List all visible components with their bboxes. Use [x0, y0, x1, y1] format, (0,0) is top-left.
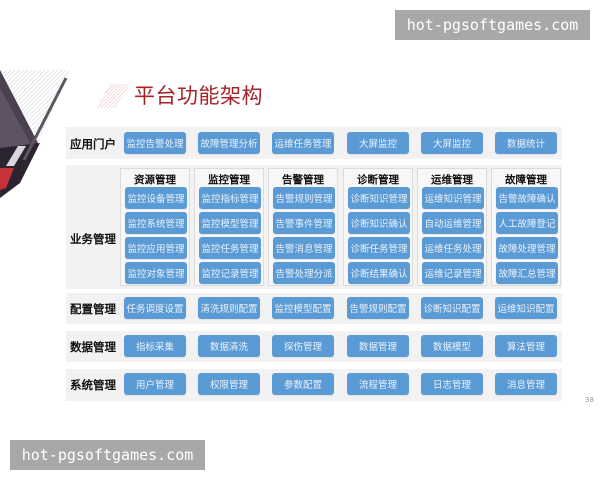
config-button[interactable]: 告警规则配置: [347, 297, 409, 319]
config-button[interactable]: 诊断知识配置: [421, 297, 483, 319]
group-alarm-management: 告警管理 告警规则管理 告警事件管理 告警消息管理 告警处理分派: [268, 168, 338, 286]
group-title: 告警管理: [282, 174, 324, 186]
system-button[interactable]: 权限管理: [198, 373, 260, 395]
data-button[interactable]: 指标采集: [124, 335, 186, 357]
row-label: 系统管理: [70, 378, 116, 392]
business-button[interactable]: 诊断任务管理: [348, 237, 410, 259]
row-label: 配置管理: [70, 302, 116, 316]
business-button[interactable]: 诊断知识管理: [348, 187, 410, 209]
business-button[interactable]: 人工故障登记: [496, 212, 558, 234]
portal-button[interactable]: 监控告警处理: [124, 132, 186, 154]
row-config-management: 配置管理 任务调度设置 清洗规则配置 监控模型配置 告警规则配置 诊断知识配置 …: [66, 293, 562, 324]
page-title: 平台功能架构: [134, 83, 263, 108]
system-button[interactable]: 消息管理: [495, 373, 557, 395]
config-button[interactable]: 监控模型配置: [272, 297, 334, 319]
config-button[interactable]: 任务调度设置: [124, 297, 186, 319]
business-button[interactable]: 告警规则管理: [273, 187, 335, 209]
business-button[interactable]: 诊断知识确认: [348, 212, 410, 234]
group-title: 运维管理: [431, 174, 473, 186]
portal-button[interactable]: 运维任务管理: [272, 132, 334, 154]
portal-button[interactable]: 故障管理分析: [198, 132, 260, 154]
data-button[interactable]: 数据模型: [421, 335, 483, 357]
data-button[interactable]: 数据管理: [347, 335, 409, 357]
row-business-management: 业务管理 资源管理 监控设备管理 监控系统管理 监控应用管理 监控对象管理 监控…: [66, 165, 562, 289]
business-button[interactable]: 监控应用管理: [125, 237, 187, 259]
group-monitoring-management: 监控管理 监控指标管理 监控模型管理 监控任务管理 监控记录管理: [194, 168, 264, 286]
row-label: 应用门户: [70, 137, 116, 151]
portal-button[interactable]: 大屏监控: [421, 132, 483, 154]
system-button[interactable]: 日志管理: [421, 373, 483, 395]
decorative-corner-graphic: [0, 70, 70, 198]
config-button[interactable]: 运维知识配置: [495, 297, 557, 319]
portal-button[interactable]: 大屏监控: [347, 132, 409, 154]
group-title: 故障管理: [505, 174, 547, 186]
business-button[interactable]: 监控记录管理: [199, 262, 261, 284]
system-button[interactable]: 流程管理: [347, 373, 409, 395]
watermark-top-right: hot-pgsoftgames.com: [395, 10, 590, 40]
business-button[interactable]: 诊断结果确认: [348, 262, 410, 284]
group-fault-management: 故障管理 告警故障确认 人工故障登记 故障处理管理 故障汇总管理: [491, 168, 561, 286]
business-button[interactable]: 自动运维管理: [422, 212, 484, 234]
business-button[interactable]: 告警消息管理: [273, 237, 335, 259]
title-area: 平台功能架构: [96, 80, 263, 112]
group-title: 资源管理: [134, 174, 176, 186]
group-diagnosis-management: 诊断管理 诊断知识管理 诊断知识确认 诊断任务管理 诊断结果确认: [343, 168, 413, 286]
group-operations-management: 运维管理 运维知识管理 自动运维管理 运维任务处理 运维记录管理: [417, 168, 487, 286]
data-button[interactable]: 探伤管理: [272, 335, 334, 357]
group-resource-management: 资源管理 监控设备管理 监控系统管理 监控应用管理 监控对象管理: [120, 168, 190, 286]
business-button[interactable]: 故障处理管理: [496, 237, 558, 259]
business-button[interactable]: 监控对象管理: [125, 262, 187, 284]
data-button[interactable]: 算法管理: [495, 335, 557, 357]
business-button[interactable]: 运维记录管理: [422, 262, 484, 284]
business-button[interactable]: 监控设备管理: [125, 187, 187, 209]
config-button[interactable]: 清洗规则配置: [198, 297, 260, 319]
portal-button[interactable]: 数据统计: [495, 132, 557, 154]
business-button[interactable]: 告警事件管理: [273, 212, 335, 234]
business-button[interactable]: 监控系统管理: [125, 212, 187, 234]
group-title: 诊断管理: [357, 174, 399, 186]
page-number: 38: [585, 396, 594, 404]
business-button[interactable]: 故障汇总管理: [496, 262, 558, 284]
data-button[interactable]: 数据清洗: [198, 335, 260, 357]
business-button[interactable]: 告警处理分派: [273, 262, 335, 284]
system-button[interactable]: 用户管理: [124, 373, 186, 395]
row-data-management: 数据管理 指标采集 数据清洗 探伤管理 数据管理 数据模型 算法管理: [66, 331, 562, 362]
business-button[interactable]: 运维知识管理: [422, 187, 484, 209]
business-button[interactable]: 监控指标管理: [199, 187, 261, 209]
business-button[interactable]: 监控模型管理: [199, 212, 261, 234]
system-button[interactable]: 参数配置: [272, 373, 334, 395]
row-label: 业务管理: [70, 232, 116, 246]
row-application-portal: 应用门户 监控告警处理 故障管理分析 运维任务管理 大屏监控 大屏监控 数据统计: [66, 127, 562, 159]
business-button[interactable]: 运维任务处理: [422, 237, 484, 259]
business-button[interactable]: 监控任务管理: [199, 237, 261, 259]
title-hatch-decoration: [96, 84, 130, 108]
row-label: 数据管理: [70, 340, 116, 354]
row-system-management: 系统管理 用户管理 权限管理 参数配置 流程管理 日志管理 消息管理: [66, 369, 562, 401]
watermark-bottom-left: hot-pgsoftgames.com: [10, 440, 205, 470]
business-button[interactable]: 告警故障确认: [496, 187, 558, 209]
group-title: 监控管理: [208, 174, 250, 186]
